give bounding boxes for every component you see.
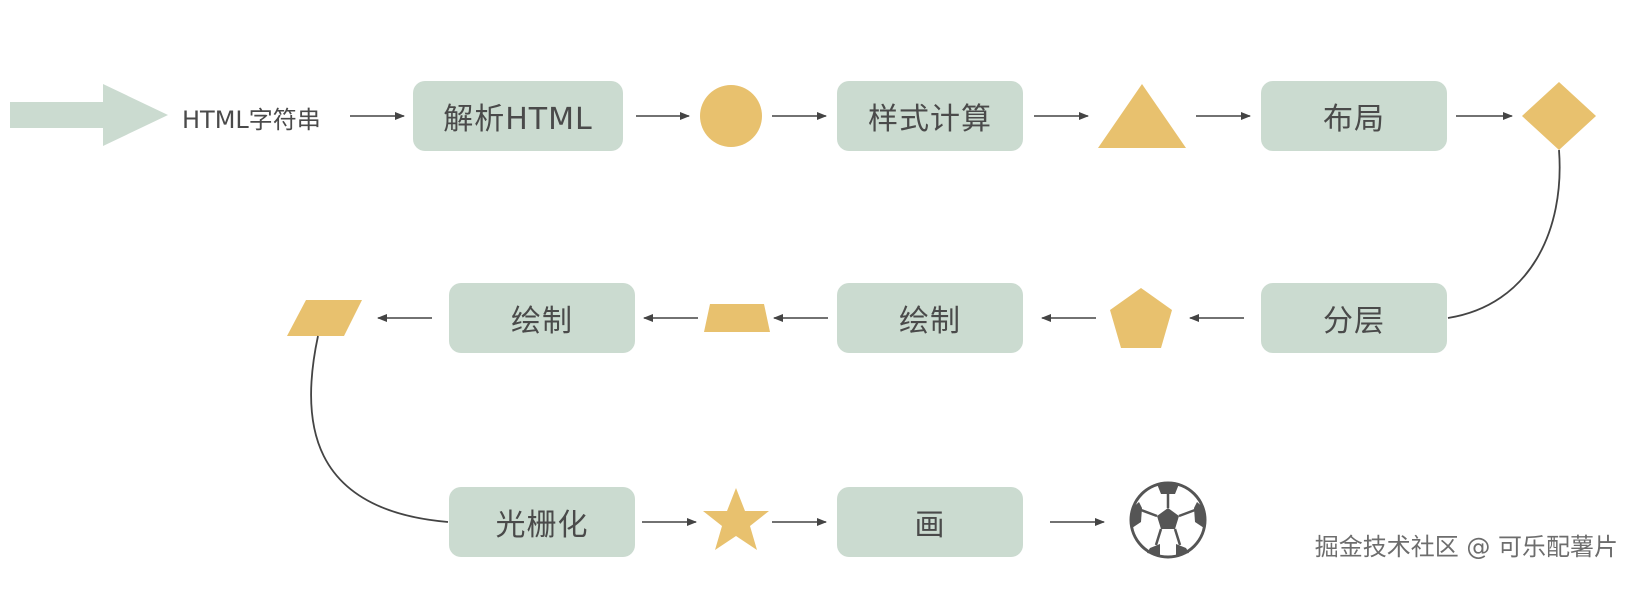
trapezoid-icon	[704, 304, 770, 332]
input-arrow-icon	[10, 84, 168, 146]
parallelogram-icon	[287, 300, 362, 336]
step-draw: 画	[837, 487, 1023, 557]
step-raster: 光栅化	[449, 487, 635, 557]
step-style-calc: 样式计算	[837, 81, 1023, 151]
step-paint: 绘制	[449, 283, 635, 353]
circle-icon	[700, 85, 762, 147]
step-paint: 绘制	[837, 283, 1023, 353]
pentagon-icon	[1110, 288, 1172, 348]
step-layer: 分层	[1261, 283, 1447, 353]
input-label: HTML字符串	[182, 106, 321, 134]
step-layout: 布局	[1261, 81, 1447, 151]
watermark: 掘金技术社区 @ 可乐配薯片	[1314, 533, 1618, 561]
triangle-icon	[1098, 84, 1186, 148]
connector-curve	[310, 335, 449, 523]
diamond-icon	[1522, 82, 1596, 150]
soccer-ball-icon	[1129, 481, 1207, 559]
step-parse-html: 解析HTML	[413, 81, 623, 151]
star-icon	[703, 488, 769, 550]
connector-curve	[1447, 149, 1561, 319]
